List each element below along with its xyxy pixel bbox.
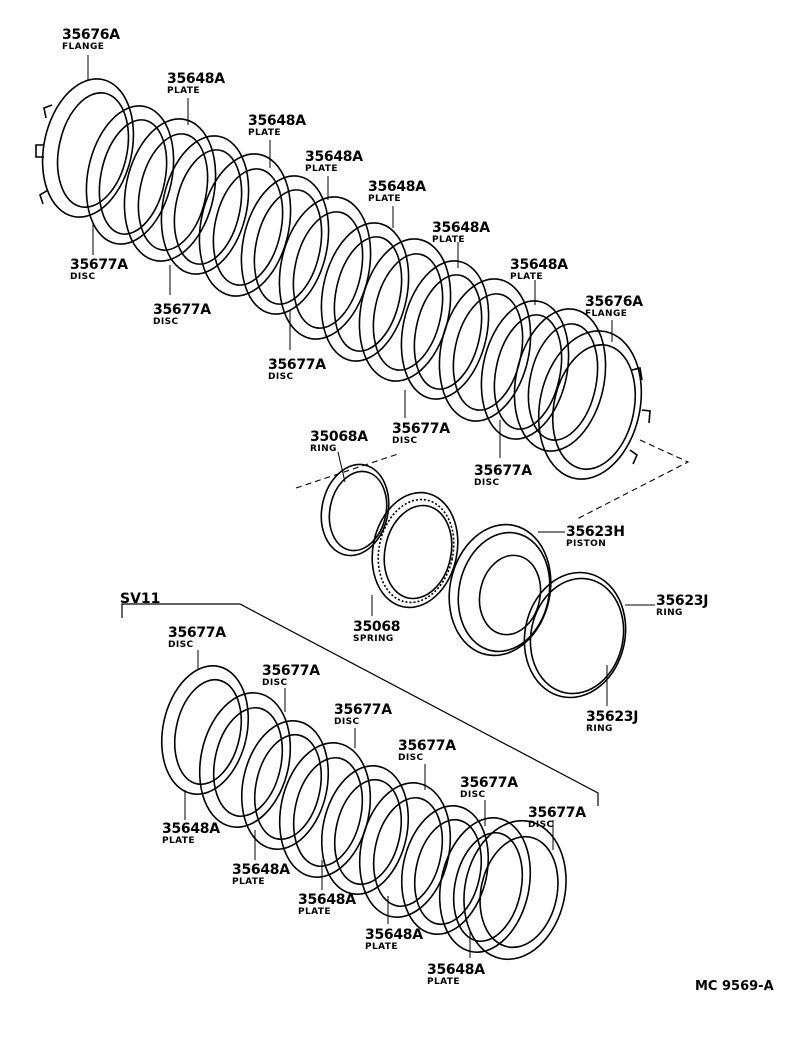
label-spring: 35068 SPRING — [353, 619, 401, 644]
flange-left — [35, 78, 135, 218]
label-lower-plate-3: 35648A PLATE — [298, 892, 356, 917]
label-plate-1: 35648A PLATE — [167, 71, 225, 96]
snap-ring — [320, 463, 390, 557]
part-name: FLANGE — [62, 42, 105, 52]
label-disc-3: 35677A DISC — [268, 357, 326, 382]
label-lower-disc-3: 35677A DISC — [334, 702, 392, 727]
label-lower-disc-2: 35677A DISC — [262, 663, 320, 688]
label-o-ring-1: 35623J RING — [656, 593, 709, 618]
part-number: 35676A — [62, 27, 120, 43]
label-plate-2: 35648A PLATE — [248, 113, 306, 138]
plate-disc-series — [85, 105, 607, 452]
o-ring — [523, 571, 627, 699]
label-lower-plate-5: 35648A PLATE — [427, 962, 485, 987]
label-plate-4: 35648A PLATE — [368, 179, 426, 204]
lower-clutch-pack — [160, 665, 567, 961]
label-lower-disc-4: 35677A DISC — [398, 738, 456, 763]
leader-lines — [87, 55, 655, 958]
label-piston: 35623H PISTON — [566, 524, 625, 549]
sv11-bracket — [121, 603, 599, 806]
assembly-dashed-line — [295, 439, 690, 521]
diagram-code: MC 9569-A — [695, 979, 774, 994]
label-plate-3: 35648A PLATE — [305, 149, 363, 174]
label-plate-6: 35648A PLATE — [510, 257, 568, 282]
flange-right — [537, 330, 651, 480]
label-lower-disc-6: 35677A DISC — [528, 805, 586, 830]
label-disc-5: 35677A DISC — [474, 463, 532, 488]
return-spring — [371, 491, 459, 609]
label-lower-plate-4: 35648A PLATE — [365, 927, 423, 952]
label-lower-disc-1: 35677A DISC — [168, 625, 226, 650]
label-flange-top: 35676A FLANGE — [62, 28, 120, 52]
label-lower-plate-2: 35648A PLATE — [232, 862, 290, 887]
piston — [448, 523, 552, 657]
label-o-ring-2: 35623J RING — [586, 709, 639, 734]
group-label-sv11: SV11 — [120, 591, 161, 607]
label-disc-2: 35677A DISC — [153, 302, 211, 327]
label-snap-ring: 35068A RING — [310, 429, 368, 454]
label-flange-right: 35676A FLANGE — [585, 294, 643, 319]
label-plate-5: 35648A PLATE — [432, 220, 490, 245]
label-disc-1: 35677A DISC — [70, 257, 128, 282]
upper-clutch-pack — [35, 78, 690, 521]
label-lower-plate-1: 35648A PLATE — [162, 821, 220, 846]
label-lower-disc-5: 35677A DISC — [460, 775, 518, 800]
label-disc-4: 35677A DISC — [392, 421, 450, 446]
